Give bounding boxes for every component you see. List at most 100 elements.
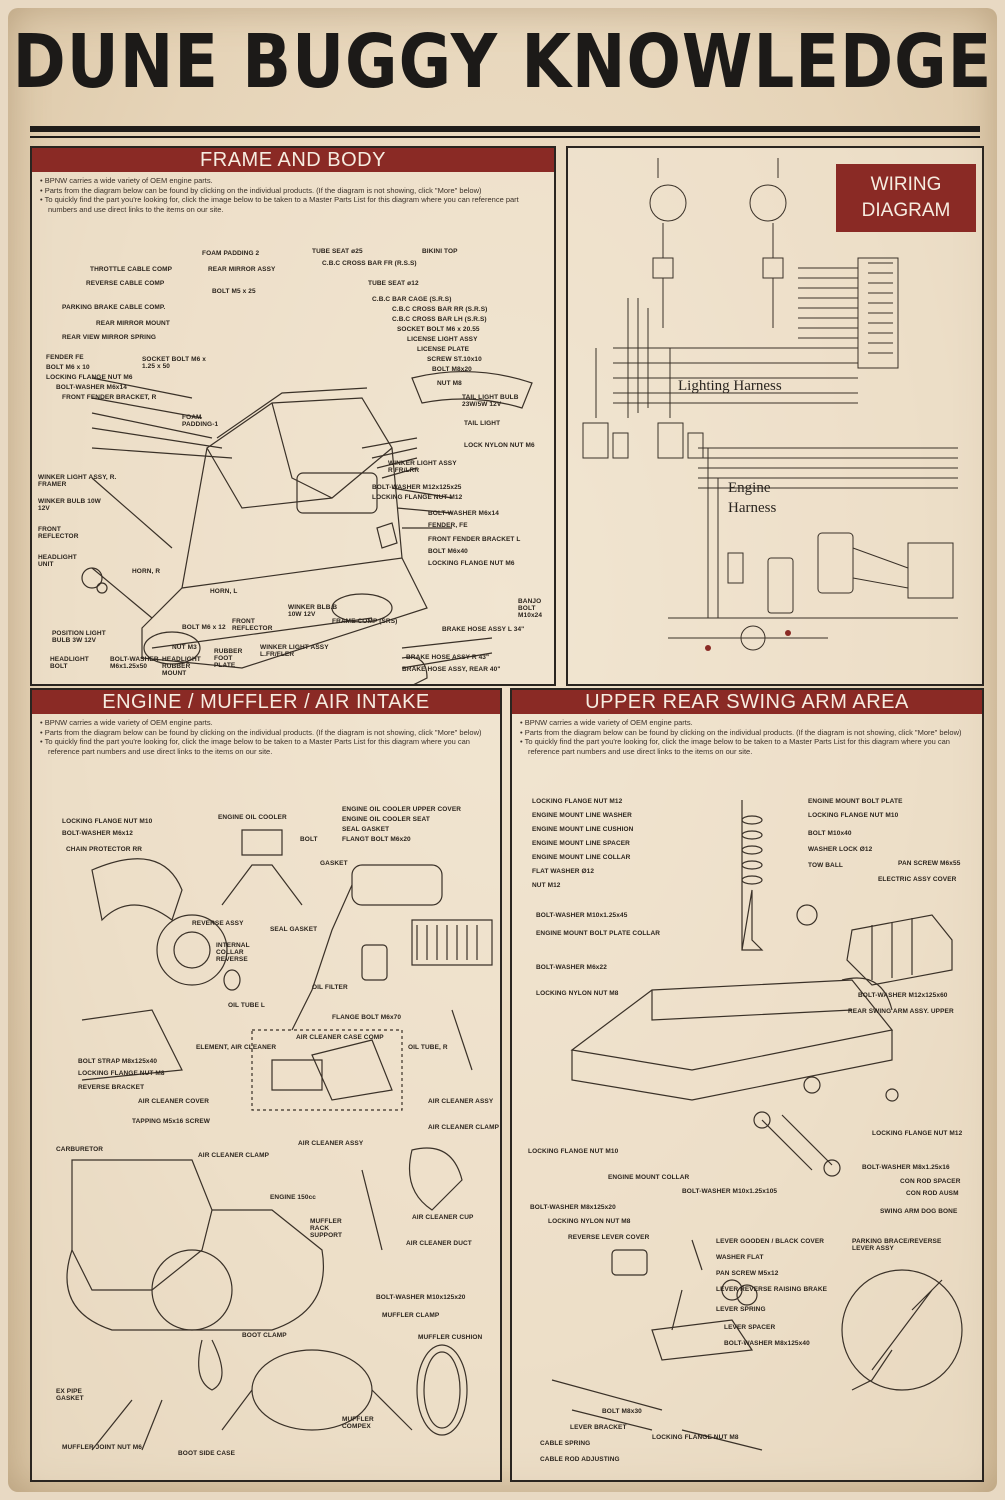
frame-label: C.B.C BAR CAGE (S.R.S) [372, 296, 452, 303]
swing-label: LOCKING FLANGE NUT M8 [652, 1434, 739, 1441]
swing-label: LOCKING FLANGE NUT M10 [528, 1148, 619, 1155]
engine-label: AIR CLEANER COVER [138, 1098, 210, 1105]
engine-label: FLANGE BOLT M6x70 [332, 1014, 402, 1021]
wiring-illustration [568, 148, 982, 651]
frame-label: THROTTLE CABLE COMP [90, 266, 173, 273]
swing-label: LOCKING NYLON NUT M8 [548, 1218, 631, 1225]
frame-label: FRONT REFLECTOR [38, 526, 79, 540]
frame-label: LOCKING FLANGE NUT M12 [372, 494, 463, 501]
swing-label: BOLT-WASHER M6x22 [536, 964, 607, 971]
swing-label: LEVER SPACER [724, 1324, 776, 1331]
frame-label: WINKER LIGHT ASSY L.FR/FLER [260, 644, 329, 658]
engine-harness-label: Engine Harness [728, 478, 776, 518]
frame-label: FENDER FE [46, 354, 84, 361]
swing-label: CON ROD SPACER [900, 1178, 961, 1185]
bullet: BPNW carries a wide variety of OEM engin… [40, 718, 492, 728]
frame-label: WINKER LIGHT ASSY, R. FRAMER [38, 474, 117, 488]
engine-label: MUFFLER COMPEX [342, 1416, 374, 1430]
engine-label: ELEMENT, AIR CLEANER [196, 1044, 277, 1051]
page-title: DUNE BUGGY KNOWLEDGE [12, 20, 993, 106]
swing-label: NUT M12 [532, 882, 561, 889]
swing-label: CABLE SPRING [540, 1440, 591, 1447]
engine-label: EX PIPE GASKET [56, 1388, 84, 1402]
frame-label: BOLT-WASHER M12x125x25 [372, 484, 462, 491]
swing-label: ENGINE MOUNT COLLAR [608, 1174, 690, 1181]
frame-label: HEADLIGHT RUBBER MOUNT [162, 656, 201, 677]
swing-label: LOCKING FLANGE NUT M12 [872, 1130, 963, 1137]
engine-label: AIR CLEANER ASSY [428, 1098, 494, 1105]
frame-label: BOLT-WASHER M6x1.25x50 [110, 656, 159, 670]
bullet: To quickly find the part you're looking … [520, 737, 974, 756]
swing-label: PAN SCREW M5x12 [716, 1270, 779, 1277]
swing-label: LEVER BRACKET [570, 1424, 627, 1431]
swing-label: WASHER FLAT [716, 1254, 764, 1261]
swing-label: ENGINE MOUNT LINE SPACER [532, 840, 630, 847]
frame-label: TAIL LIGHT BULB 23W/5W 12V [462, 394, 519, 408]
bullet: Parts from the diagram below can be foun… [520, 728, 974, 738]
bullet: To quickly find the part you're looking … [40, 195, 546, 214]
engine-label: AIR CLEANER DUCT [406, 1240, 472, 1247]
engine-label: OIL FILTER [312, 984, 348, 991]
engine-label: ENGINE OIL COOLER [218, 814, 287, 821]
frame-bullets: BPNW carries a wide variety of OEM engin… [40, 176, 546, 214]
bullet: BPNW carries a wide variety of OEM engin… [40, 176, 546, 186]
swing-label: ENGINE MOUNT LINE WASHER [532, 812, 632, 819]
engine-label: AIR CLEANER CLAMP [198, 1152, 270, 1159]
frame-label: WINKER LIGHT ASSY R FR/LRR [388, 460, 457, 474]
bullet: BPNW carries a wide variety of OEM engin… [520, 718, 974, 728]
frame-label: POSITION LIGHT BULB 3W 12V [52, 630, 106, 644]
frame-label: FRAME COMP (SRS) [332, 618, 398, 625]
frame-label: BANJO BOLT M10x24 [518, 598, 543, 619]
wiring-header: WIRING DIAGRAM [836, 164, 976, 232]
swing-label: CABLE ROD ADJUSTING [540, 1456, 620, 1463]
swing-label: LEVER REVERSE RAISING BRAKE [716, 1286, 828, 1293]
swing-label: BOLT M8x30 [602, 1408, 642, 1415]
engine-label: BOOT SIDE CASE [178, 1450, 236, 1457]
frame-label: FRONT FENDER BRACKET L [428, 536, 521, 543]
swing-label: FLAT WASHER Ø12 [532, 868, 595, 875]
frame-label: FENDER, FE [428, 522, 468, 529]
engine-label: ENGINE OIL COOLER UPPER COVER [342, 806, 462, 813]
swing-label: SWING ARM DOG BONE [880, 1208, 958, 1215]
frame-label: BRAKE HOSE ASSY R 43" [406, 654, 490, 661]
engine-label: AIR CLEANER CLAMP [428, 1124, 500, 1131]
engine-label: BOLT-WASHER M6x12 [62, 830, 133, 837]
frame-label: BRAKE HOSE ASSY L 34" [442, 626, 525, 633]
engine-label: AIR CLEANER ASSY [298, 1140, 364, 1147]
engine-panel: ENGINE / MUFFLER / AIR INTAKE BPNW carri… [30, 688, 502, 1482]
frame-label: LICENSE PLATE [417, 346, 470, 353]
engine-label: ENGINE OIL COOLER SEAT [342, 816, 430, 823]
frame-label: FRONT FENDER BRACKET, R [62, 394, 157, 401]
frame-label: C.B.C CROSS BAR RR (S.R.S) [392, 306, 488, 313]
bullet: Parts from the diagram below can be foun… [40, 186, 546, 196]
swing-label: LEVER SPRING [716, 1306, 766, 1313]
engine-label: BOOT CLAMP [242, 1332, 287, 1339]
engine-label: REVERSE ASSY [192, 920, 244, 927]
engine-label: REVERSE BRACKET [78, 1084, 145, 1091]
engine-label: INTERNAL COLLAR REVERSE [216, 942, 250, 963]
swing-label: LOCKING FLANGE NUT M12 [532, 798, 623, 805]
frame-body-panel: FRAME AND BODY BPNW carries a wide varie… [30, 146, 556, 686]
engine-label: SEAL GASKET [270, 926, 318, 933]
frame-label: WINKER BLB.B 10W 12V [288, 604, 338, 618]
swing-label: BOLT-WASHER M10x1.25x45 [536, 912, 628, 919]
frame-label: REAR MIRROR MOUNT [96, 320, 170, 327]
swing-label: WASHER LOCK Ø12 [808, 846, 873, 853]
frame-label: REAR VIEW MIRROR SPRING [62, 334, 157, 341]
engine-label: OIL TUBE L [228, 1002, 265, 1009]
bullet: Parts from the diagram below can be foun… [40, 728, 492, 738]
swing-label: ENGINE MOUNT BOLT PLATE [808, 798, 903, 805]
swing-label: ENGINE MOUNT LINE CUSHION [532, 826, 634, 833]
engine-label: CHAIN PROTECTOR RR [66, 846, 143, 853]
swing-label: LEVER GOODEN / BLACK COVER [716, 1238, 825, 1245]
frame-label: BOLT M8x20 [432, 366, 472, 373]
frame-label: PARKING BRAKE CABLE COMP. [62, 304, 166, 311]
swing-label: REVERSE LEVER COVER [568, 1234, 650, 1241]
frame-body-header: FRAME AND BODY [32, 148, 554, 172]
frame-label: REVERSE CABLE COMP [86, 280, 165, 287]
frame-label: BRAKE HOSE ASSY, REAR 40" [402, 666, 501, 673]
engine-label: MUFFLER CUSHION [418, 1334, 483, 1341]
frame-label: BOLT-WASHER M6x14 [56, 384, 127, 391]
engine-label: SEAL GASKET [342, 826, 390, 833]
wiring-header-line1: WIRING [870, 174, 942, 195]
